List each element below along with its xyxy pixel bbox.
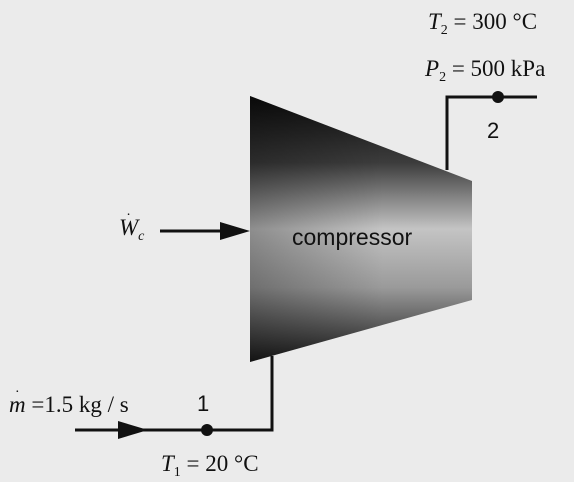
mass-flow-label: ˙m =1.5 kg / s (9, 389, 129, 417)
outlet-temperature-label: T2 = 300 °C (428, 10, 537, 38)
outlet-pressure-symbol: P (425, 56, 440, 81)
compressor-label: compressor (292, 224, 413, 250)
outlet-temperature-symbol: T (428, 9, 441, 34)
mass-flow-symbol: ˙m (9, 389, 26, 417)
work-symbol-letter: W (119, 215, 139, 240)
inlet-temperature-equals: = (180, 451, 206, 476)
outlet-temperature-equals: = (447, 9, 473, 34)
outlet-pressure-equals: = (446, 56, 471, 81)
state-2-point (492, 91, 504, 103)
state-2-number: 2 (487, 118, 500, 143)
outlet-pressure-label: P2 = 500 kPa (425, 57, 545, 85)
inlet-temperature-value: 20 °C (205, 451, 259, 476)
inlet-temperature-subscript: 1 (173, 465, 181, 480)
outlet-temperature-value: 300 °C (472, 9, 538, 34)
outlet-pressure-subscript: 2 (439, 70, 447, 85)
mass-flow-equals: = (25, 392, 45, 417)
state-1-number: 1 (197, 391, 210, 416)
inlet-arrow-head (118, 421, 148, 439)
outlet-pressure-value: 500 kPa (470, 56, 546, 81)
compressor-body (250, 96, 472, 362)
inlet-temperature-symbol: T (161, 451, 174, 476)
outlet-temperature-subscript: 2 (440, 23, 448, 38)
work-subscript: c (138, 229, 145, 244)
mass-flow-symbol-dot: ˙ (14, 388, 20, 405)
work-input-label: ˙Wc (119, 212, 145, 244)
work-symbol: ˙W (119, 212, 139, 240)
outlet-pipe (445, 95, 537, 170)
inlet-temperature-label: T1 = 20 °C (161, 452, 259, 480)
mass-flow-symbol-letter: m (9, 392, 26, 417)
work-symbol-dot: ˙ (125, 211, 132, 228)
mass-flow-value: 1.5 kg / s (44, 392, 129, 417)
state-1-point (201, 424, 213, 436)
work-arrow-head (220, 222, 250, 240)
